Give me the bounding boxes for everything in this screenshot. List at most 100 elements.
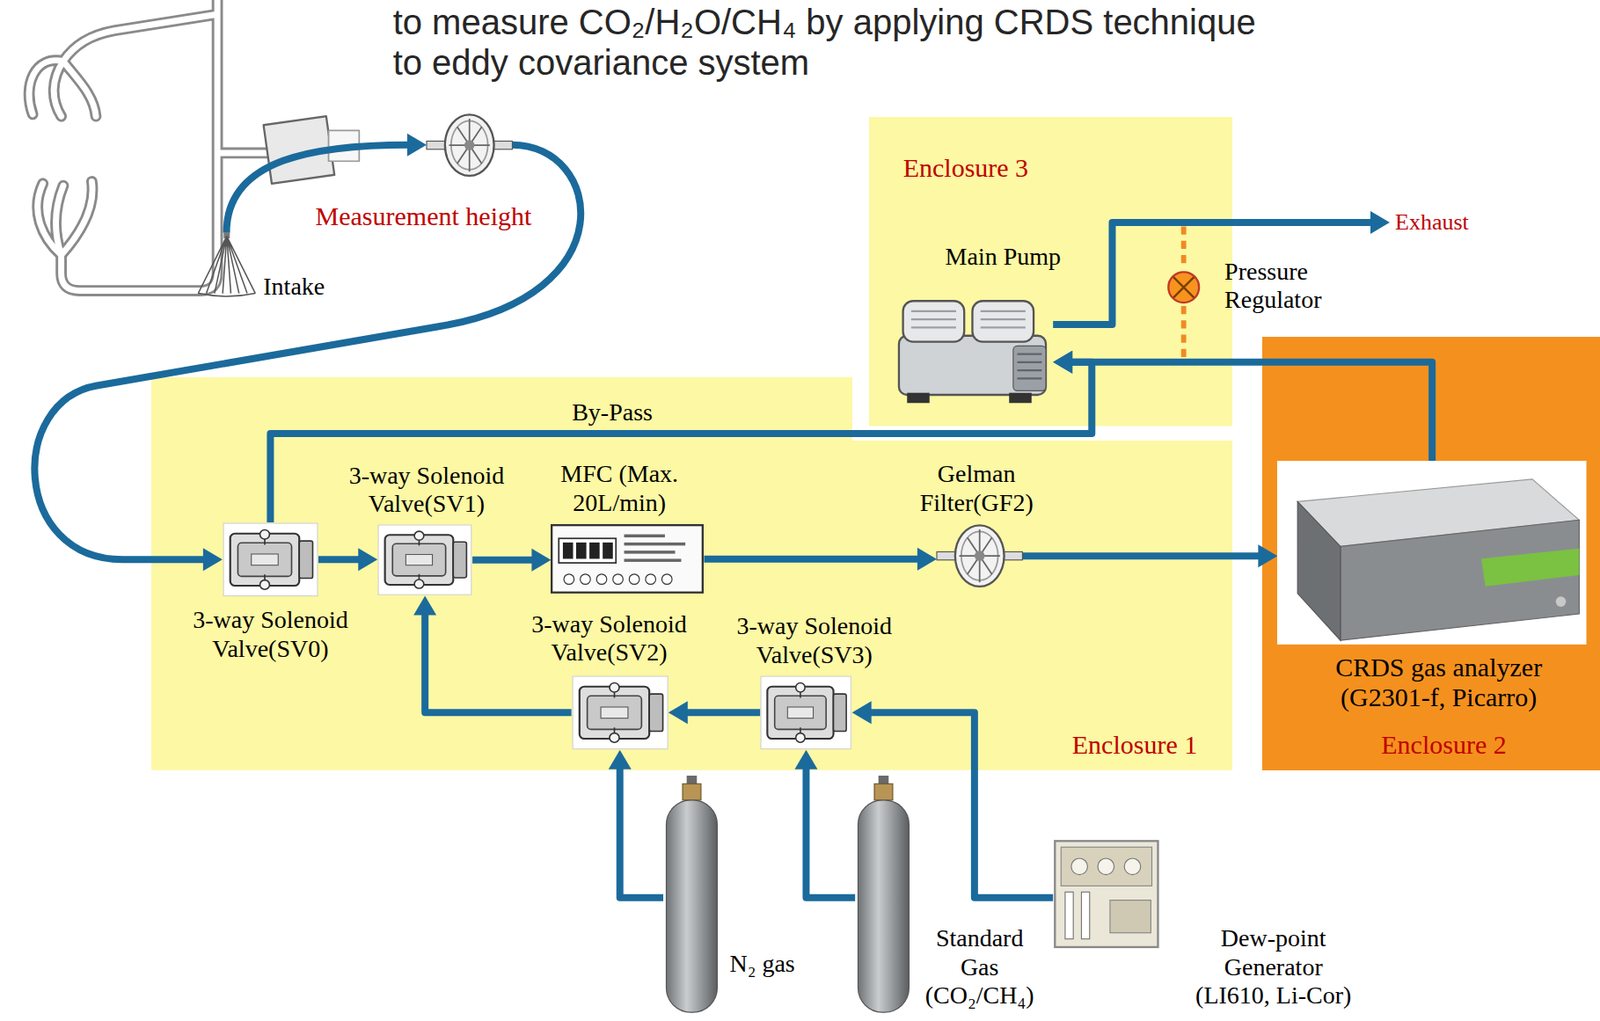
node-label: Enclosure 2 — [1380, 730, 1506, 761]
solenoid-valve-icon-part — [760, 676, 851, 750]
gas-cylinder-icon-part — [874, 783, 893, 801]
dew-point-generator-icon-part — [1110, 899, 1151, 933]
gelman-filter-icon-part — [445, 114, 495, 176]
node-label: Pressure Regulator — [1224, 257, 1357, 315]
solenoid-valve-icon-part — [385, 534, 454, 585]
dew-point-generator-icon-part — [1065, 891, 1074, 939]
gas-cylinder-icon-part — [686, 775, 698, 784]
label-holder: 3-way Solenoid Valve(SV3) — [726, 612, 903, 669]
gas-cylinder-node: N₂ gas — [663, 775, 721, 1013]
flow-line — [703, 555, 920, 563]
mass-flow-controller-icon-part — [564, 574, 576, 585]
dew-point-generator-icon-part — [1060, 847, 1152, 886]
label-holder: 3-way Solenoid Valve(SV1) — [338, 461, 515, 519]
solenoid-valve-icon-part — [796, 682, 805, 693]
enclosure-region: Enclosure 2 CRDS gas analyzer (G2301-f, P… — [1262, 336, 1600, 771]
gas-cylinder-node: Standard Gas (CO₂/CH₄) — [854, 775, 913, 1013]
main-pump-icon-part — [1008, 393, 1032, 404]
enclosure-fill-part — [151, 377, 1234, 771]
gelman-filter-icon-part — [448, 118, 490, 172]
main-pump-icon-part — [972, 300, 1035, 342]
filter-node: Gelman Filter(GF2) — [936, 523, 1023, 589]
dew-point-generator-icon-part — [1097, 858, 1115, 876]
main-pump-icon — [892, 292, 1053, 406]
flow-line — [318, 555, 360, 563]
pressure-regulator-icon-part — [1173, 277, 1194, 299]
solenoid-valve-icon-part — [774, 695, 826, 730]
crds-analyzer-icon-part — [1481, 548, 1579, 587]
node-label: 3-way Solenoid Valve(SV1) — [338, 461, 515, 519]
solenoid-valve-icon-part — [609, 733, 620, 744]
solenoid-valve-icon-part — [578, 686, 649, 739]
intake-node: Intake — [196, 232, 258, 298]
mass-flow-controller-icon-part — [597, 574, 608, 585]
gelman-filter-icon-part — [974, 550, 986, 562]
gas-cylinder-icon-part — [682, 783, 702, 801]
flow-line — [805, 767, 855, 899]
label-holder: 3-way Solenoid Valve(SV2) — [521, 610, 698, 667]
mass-flow-controller-icon-part — [576, 542, 587, 560]
solenoid-valve-icon-part — [453, 542, 468, 579]
solenoid-valve-node: 3-way Solenoid Valve(SV1) — [377, 524, 473, 596]
dew-point-generator-node: Dew-point Generator (LI610, Li-Cor) — [1052, 839, 1161, 950]
pump-node: Main Pump — [892, 292, 1053, 406]
solenoid-valve-icon-part — [251, 554, 279, 566]
solenoid-valve-icon-part — [406, 555, 433, 566]
mass-flow-controller-icon-part — [603, 542, 614, 560]
edge-label: By-Pass — [571, 398, 653, 427]
node-label: Gelman Filter(GF2) — [901, 460, 1052, 517]
flow-arrow — [794, 750, 855, 899]
solenoid-valve-icon-part — [572, 676, 668, 750]
solenoid-valve-icon-part — [418, 540, 421, 547]
flow-line — [1022, 552, 1260, 560]
solenoid-valve-icon-part — [237, 542, 292, 577]
pressure-regulator-icon-part — [1168, 272, 1199, 304]
node-label: 3-way Solenoid Valve(SV2) — [521, 610, 698, 667]
gelman-filter-icon-part — [936, 552, 956, 561]
enclosure-region: Enclosure 13-way Solenoid Valve(SV0)3-wa… — [151, 377, 1234, 771]
label-holder: CRDS gas analyzer (G2301-f, Picarro) — [1307, 652, 1571, 714]
solenoid-valve-icon-part — [609, 682, 620, 693]
node-label: Enclosure 3 — [903, 153, 1029, 184]
diagram-title: to measure CO₂/H₂O/CH₄ by applying CRDS … — [393, 1, 1270, 83]
solenoid-valve-icon-part — [649, 694, 663, 731]
solenoid-valve-icon-part — [223, 523, 318, 597]
gas-cylinder-icon-part — [878, 775, 890, 784]
node-label: Intake — [263, 272, 325, 301]
label-holder: By-Pass — [571, 398, 653, 427]
mass-flow-controller-icon-part — [624, 542, 687, 546]
node-label: Main Pump — [945, 242, 1061, 271]
mass-flow-controller-icon — [550, 524, 704, 594]
crds-analyzer-icon-part — [1340, 520, 1579, 642]
mass-flow-controller-icon-part — [645, 574, 657, 585]
solenoid-valve-icon — [759, 675, 852, 751]
solenoid-valve-icon-part — [418, 574, 421, 580]
mass-flow-controller-icon-part — [624, 550, 676, 554]
enclosure-fill-part — [1262, 336, 1600, 771]
solenoid-valve-icon-part — [586, 695, 642, 730]
dew-point-generator-icon-part — [1071, 858, 1089, 876]
label-holder: Measurement height — [315, 201, 533, 233]
solenoid-valve-icon — [571, 675, 669, 751]
flow-line — [620, 767, 664, 899]
solenoid-valve-icon-part — [600, 707, 629, 719]
label-holder: Standard Gas (CO₂/CH₄) — [915, 924, 1045, 1010]
node-label: 3-way Solenoid Valve(SV3) — [726, 612, 903, 669]
crds-analyzer-icon-part — [1556, 597, 1567, 608]
solenoid-valve-node: 3-way Solenoid Valve(SV0) — [222, 522, 319, 598]
solenoid-valve-icon-part — [799, 727, 802, 733]
solenoid-valve-icon-part — [767, 686, 834, 739]
gas-cylinder-icon — [663, 775, 721, 1013]
dew-point-generator-icon-part — [1124, 858, 1141, 876]
node-label: Exhaust — [1389, 207, 1475, 238]
dew-point-generator-icon — [1052, 839, 1161, 950]
anemometer-frame — [29, 0, 271, 292]
solenoid-valve-icon — [222, 522, 319, 598]
label-holder: Intake — [263, 272, 325, 301]
solenoid-valve-icon-part — [230, 533, 300, 586]
label-holder: Gelman Filter(GF2) — [901, 460, 1052, 517]
mass-flow-controller-icon-part — [629, 574, 641, 585]
gelman-filter-icon-part — [493, 140, 512, 149]
solenoid-valve-icon-part — [414, 579, 424, 589]
